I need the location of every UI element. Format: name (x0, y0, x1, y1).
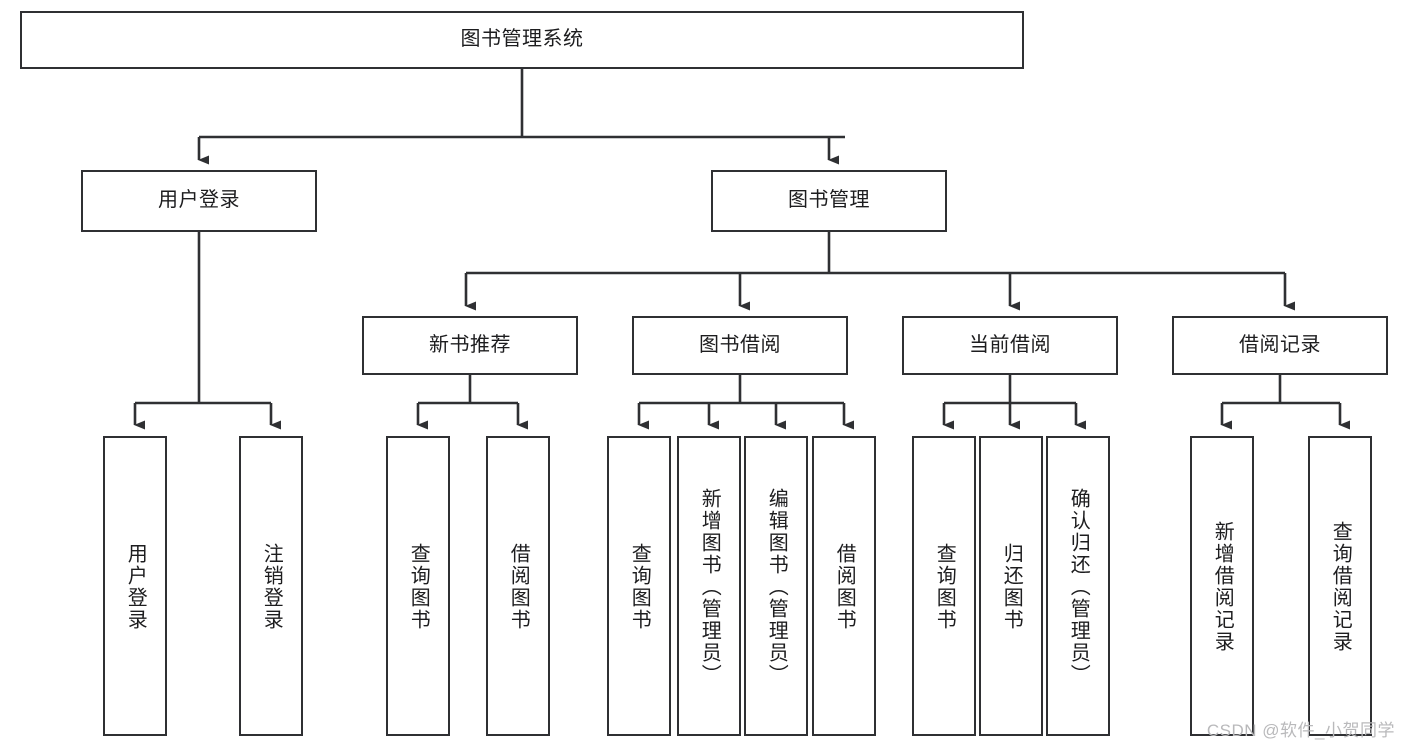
node-current-borrow[interactable]: 当前借阅 (902, 316, 1118, 375)
node-new-book-recommend[interactable]: 新书推荐 (362, 316, 578, 375)
leaf-book-borrow-add[interactable]: 新增图书（管理员） (677, 436, 741, 736)
node-label: 用户登录 (158, 189, 240, 212)
leaf-book-borrow-edit[interactable]: 编辑图书（管理员） (744, 436, 808, 736)
node-label: 图书管理 (788, 189, 870, 212)
node-label: 查询图书 (407, 543, 430, 631)
node-label: 查询图书 (933, 543, 956, 631)
node-label: 编辑图书（管理员） (765, 488, 788, 686)
node-book-management[interactable]: 图书管理 (711, 170, 947, 232)
node-label: 当前借阅 (969, 333, 1051, 356)
node-label: 图书借阅 (699, 333, 781, 356)
node-label: 新增借阅记录 (1211, 521, 1234, 653)
node-label: 归还图书 (1000, 543, 1023, 631)
node-book-borrow[interactable]: 图书借阅 (632, 316, 848, 375)
node-label: 借阅记录 (1239, 333, 1321, 356)
node-label: 新书推荐 (429, 333, 511, 356)
leaf-current-borrow-query[interactable]: 查询图书 (912, 436, 976, 736)
leaf-borrow-record-add[interactable]: 新增借阅记录 (1190, 436, 1254, 736)
node-label: 新增图书（管理员） (698, 488, 721, 686)
node-label: 查询图书 (628, 543, 651, 631)
leaf-new-book-query[interactable]: 查询图书 (386, 436, 450, 736)
node-label: 用户登录 (124, 543, 147, 631)
leaf-current-borrow-return[interactable]: 归还图书 (979, 436, 1043, 736)
leaf-book-borrow-borrow[interactable]: 借阅图书 (812, 436, 876, 736)
node-label: 确认归还（管理员） (1067, 488, 1090, 686)
csdn-watermark: CSDN @软件_小贺同学 (1206, 721, 1395, 740)
leaf-borrow-record-query[interactable]: 查询借阅记录 (1308, 436, 1372, 736)
node-label: 查询借阅记录 (1329, 521, 1352, 653)
node-user-login[interactable]: 用户登录 (81, 170, 317, 232)
node-label: 注销登录 (260, 543, 283, 631)
node-label: 借阅图书 (507, 543, 530, 631)
leaf-current-borrow-confirm-return[interactable]: 确认归还（管理员） (1046, 436, 1110, 736)
node-label: 借阅图书 (833, 543, 856, 631)
node-label: 图书管理系统 (460, 28, 584, 51)
leaf-new-book-borrow[interactable]: 借阅图书 (486, 436, 550, 736)
leaf-book-borrow-query[interactable]: 查询图书 (607, 436, 671, 736)
node-borrow-record[interactable]: 借阅记录 (1172, 316, 1388, 375)
node-root-system[interactable]: 图书管理系统 (20, 11, 1024, 69)
leaf-user-login-logout[interactable]: 注销登录 (239, 436, 303, 736)
leaf-user-login-login[interactable]: 用户登录 (103, 436, 167, 736)
